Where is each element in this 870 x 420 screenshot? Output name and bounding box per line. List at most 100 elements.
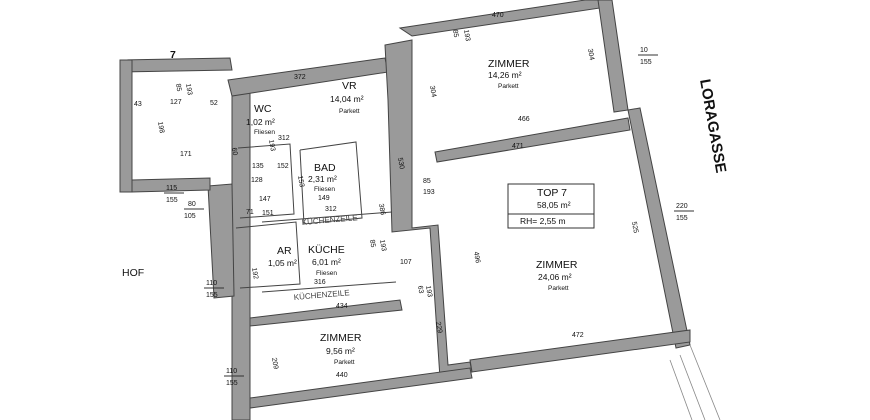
svg-text:209: 209 <box>270 357 279 370</box>
svg-text:472: 472 <box>572 332 584 339</box>
wall-shaft <box>384 39 473 379</box>
svg-text:155: 155 <box>206 292 218 299</box>
window-dim-3: 80 105 <box>184 201 204 220</box>
svg-text:85: 85 <box>368 239 376 248</box>
svg-text:85: 85 <box>451 29 459 38</box>
svg-text:110: 110 <box>226 368 237 375</box>
svg-text:6,01 m²: 6,01 m² <box>312 257 341 267</box>
svg-text:525: 525 <box>630 221 639 234</box>
svg-text:312: 312 <box>278 135 290 142</box>
svg-text:155: 155 <box>676 215 688 222</box>
svg-text:193: 193 <box>424 285 433 298</box>
wc-partition <box>237 143 295 219</box>
room-zimmer-956: ZIMMER 9,56 m² Parkett <box>320 332 362 366</box>
svg-text:Parkett: Parkett <box>548 285 569 292</box>
wall-bottom-left <box>249 367 473 409</box>
svg-text:471: 471 <box>512 143 524 150</box>
svg-text:198: 198 <box>156 121 165 134</box>
ar-partition <box>235 221 301 289</box>
svg-text:127: 127 <box>170 99 182 106</box>
svg-text:372: 372 <box>294 74 306 81</box>
svg-text:312: 312 <box>325 206 337 213</box>
unit-summary: TOP 7 58,05 m² RH= 2,55 m <box>507 183 595 229</box>
window-dim-4: 110 155 <box>204 280 224 299</box>
street-label: LORAGASSE <box>696 78 729 175</box>
svg-text:Fliesen: Fliesen <box>314 186 335 193</box>
svg-text:496: 496 <box>472 251 481 264</box>
svg-text:1,05 m²: 1,05 m² <box>268 258 297 268</box>
room-ar: AR 1,05 m² <box>268 245 297 268</box>
svg-text:115: 115 <box>166 185 177 192</box>
svg-text:151: 151 <box>262 210 274 217</box>
svg-text:155: 155 <box>226 380 238 387</box>
svg-text:KÜCHE: KÜCHE <box>308 244 345 256</box>
room-kueche: KÜCHE 6,01 m² Fliesen <box>308 244 345 277</box>
svg-text:466: 466 <box>518 116 530 123</box>
svg-text:434: 434 <box>336 303 348 310</box>
wall-middle <box>434 117 631 163</box>
svg-text:85: 85 <box>423 178 431 185</box>
window-dim-2: 220 155 <box>674 203 694 222</box>
svg-text:153: 153 <box>296 175 305 188</box>
wall-bottom-right <box>469 329 691 373</box>
svg-text:316: 316 <box>314 279 326 286</box>
svg-text:147: 147 <box>259 196 271 203</box>
wall-hof-bottom <box>131 177 211 193</box>
svg-text:193: 193 <box>423 189 435 196</box>
svg-text:BAD: BAD <box>314 162 336 174</box>
svg-text:ZIMMER: ZIMMER <box>536 259 578 271</box>
svg-text:Parkett: Parkett <box>498 83 519 90</box>
svg-text:149: 149 <box>318 195 330 202</box>
svg-text:192: 192 <box>250 267 259 280</box>
svg-text:530: 530 <box>396 157 405 170</box>
kitchen-label-bottom: KÜCHENZEILE <box>293 288 350 302</box>
svg-text:63: 63 <box>416 285 424 294</box>
svg-text:1,02 m²: 1,02 m² <box>246 117 275 127</box>
kitchen-counter-lower <box>261 281 397 293</box>
svg-text:193: 193 <box>184 83 193 96</box>
svg-text:24,06 m²: 24,06 m² <box>538 272 572 282</box>
unit-height: RH= 2,55 m <box>520 216 566 226</box>
svg-text:193: 193 <box>378 239 387 252</box>
window-dim-1: 10 155 <box>638 47 658 66</box>
wall-top <box>227 57 389 97</box>
wall-hof-left <box>119 59 133 193</box>
svg-text:85: 85 <box>174 83 182 92</box>
svg-text:Parkett: Parkett <box>339 108 360 115</box>
svg-text:304: 304 <box>428 85 437 98</box>
dimension-labels: 470 304 85 193 372 304 466 530 471 85 19… <box>134 12 639 379</box>
svg-text:Fliesen: Fliesen <box>254 129 275 136</box>
svg-text:110: 110 <box>206 280 217 287</box>
unit-area: 58,05 m² <box>537 200 571 210</box>
svg-text:9,56 m²: 9,56 m² <box>326 346 355 356</box>
svg-text:AR: AR <box>277 245 292 257</box>
courtyard-label: HOF <box>122 267 144 279</box>
kitchen-counter <box>261 211 393 223</box>
svg-text:Parkett: Parkett <box>334 359 355 366</box>
svg-text:VR: VR <box>342 80 357 92</box>
wall-hof <box>119 57 233 73</box>
svg-text:155: 155 <box>166 197 178 204</box>
svg-text:107: 107 <box>400 259 412 266</box>
window-dim-5: 110 155 <box>224 368 244 387</box>
svg-text:128: 128 <box>251 177 263 184</box>
room-bad: BAD 2,31 m² Fliesen <box>308 162 337 193</box>
svg-text:220: 220 <box>676 203 688 210</box>
svg-text:152: 152 <box>277 163 289 170</box>
svg-text:135: 135 <box>252 163 264 170</box>
bath-partition <box>299 141 363 225</box>
svg-text:52: 52 <box>210 100 218 107</box>
svg-text:10: 10 <box>640 47 648 54</box>
svg-text:229: 229 <box>434 321 443 334</box>
svg-text:71: 71 <box>246 209 254 216</box>
svg-text:14,26 m²: 14,26 m² <box>488 70 522 80</box>
svg-text:14,04 m²: 14,04 m² <box>330 94 364 104</box>
svg-text:43: 43 <box>134 101 142 108</box>
room-wc: WC 1,02 m² Fliesen <box>246 103 275 136</box>
wall-kitchen-bottom <box>249 299 403 327</box>
svg-text:171: 171 <box>180 151 192 158</box>
svg-text:2,31 m²: 2,31 m² <box>308 174 337 184</box>
svg-text:ZIMMER: ZIMMER <box>320 332 362 344</box>
svg-text:80: 80 <box>188 201 196 208</box>
